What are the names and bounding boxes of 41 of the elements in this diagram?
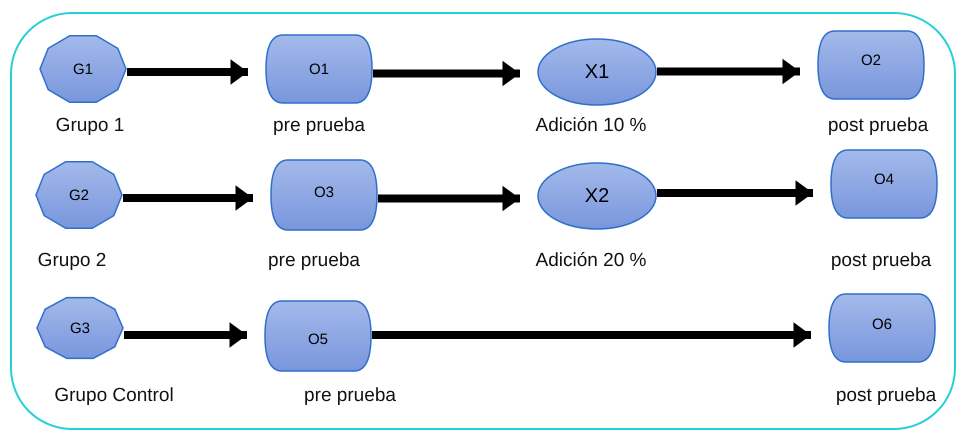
node-caption: Adición 10 % — [536, 115, 646, 137]
node-label: X2 — [584, 184, 610, 208]
node-label: O4 — [874, 170, 894, 188]
rounded-node — [828, 293, 936, 363]
node-caption: pre prueba — [268, 250, 360, 272]
node-label: G1 — [72, 60, 93, 78]
decagon-node — [35, 159, 123, 231]
arrow — [657, 180, 813, 206]
arrow — [123, 185, 253, 211]
ellipse-node — [537, 162, 657, 230]
rounded-node — [817, 30, 925, 100]
arrow — [124, 322, 247, 348]
node-caption: post prueba — [828, 115, 928, 137]
node-label: O2 — [860, 52, 881, 68]
node-label: O1 — [308, 60, 329, 78]
arrow — [378, 186, 520, 212]
node-caption: Grupo 1 — [56, 115, 124, 137]
node-caption: Grupo Control — [54, 385, 174, 407]
node-caption: post prueba — [830, 250, 932, 272]
node-label: G2 — [68, 186, 89, 204]
rounded-node — [270, 159, 378, 231]
node-caption: pre prueba — [273, 115, 365, 137]
node-label: O3 — [314, 184, 334, 200]
rounded-node — [264, 300, 372, 372]
rounded-node — [830, 149, 938, 219]
decagon-node — [36, 295, 124, 361]
arrow — [372, 322, 811, 348]
arrow — [373, 60, 520, 86]
rounded-node — [265, 34, 373, 104]
node-label: O6 — [872, 316, 892, 332]
ellipse-node — [537, 38, 657, 106]
decagon-node — [39, 33, 127, 105]
node-caption: pre prueba — [304, 385, 396, 407]
node-caption: Adición 20 % — [536, 250, 646, 272]
node-label: X1 — [584, 60, 610, 84]
node-label: O5 — [308, 330, 328, 348]
arrow — [127, 59, 248, 85]
arrow — [657, 58, 800, 84]
node-caption: Grupo 2 — [38, 250, 106, 272]
node-caption: post prueba — [836, 385, 936, 407]
node-label: G3 — [70, 320, 90, 336]
